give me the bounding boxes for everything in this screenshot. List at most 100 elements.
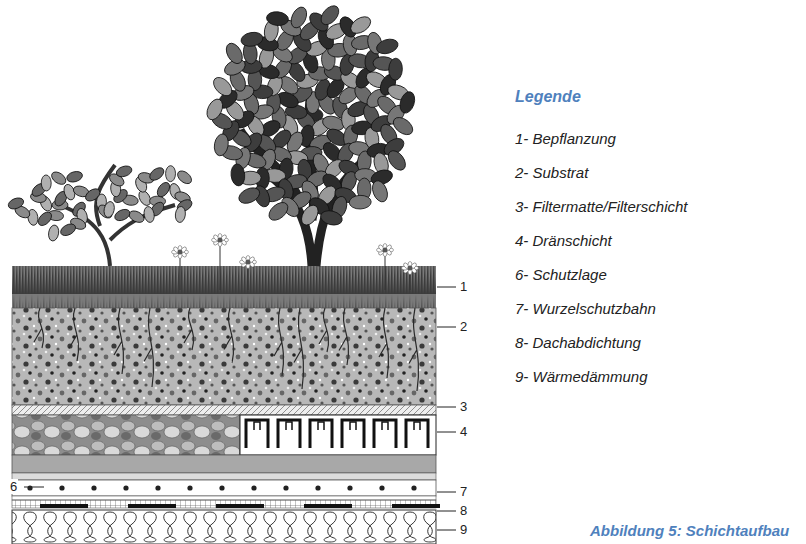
layer-dot [219, 485, 224, 490]
leaf [385, 148, 409, 174]
drain-cell [382, 422, 388, 430]
flower-center [408, 266, 413, 271]
layer-dot [59, 485, 64, 490]
layer-dot [155, 485, 160, 490]
legend-heading: Legende [515, 88, 581, 106]
callout-number: 2 [459, 319, 468, 334]
leaf [397, 90, 417, 115]
callout-number: 7 [459, 484, 468, 499]
layer-dot [411, 485, 416, 490]
figure-caption: Abbildung 5: Schichtaufbau [590, 522, 789, 539]
leaf [319, 209, 344, 228]
protection-strip [40, 504, 88, 508]
drain-cell [342, 420, 364, 448]
leaf [230, 163, 246, 186]
leaf [59, 222, 78, 238]
legend-entry: 7- Wurzelschutzbahn [515, 300, 656, 317]
callout-number: 4 [459, 424, 468, 439]
callout-number: 8 [459, 503, 468, 518]
leaf [266, 199, 292, 224]
root [224, 308, 234, 363]
layer-dot [91, 485, 96, 490]
leaf [41, 175, 51, 191]
flower-center [246, 260, 251, 265]
drain-cell [350, 422, 356, 430]
leaf [165, 166, 175, 182]
leaf [7, 196, 26, 211]
leaf [113, 207, 132, 223]
legend-entry: 2- Substrat [515, 164, 588, 181]
layer-dot [187, 485, 192, 490]
leaf [266, 11, 289, 27]
layer-dot [251, 485, 256, 490]
root [274, 308, 284, 376]
root [114, 308, 124, 374]
leaf [213, 133, 230, 157]
leaf [127, 209, 146, 225]
leaf [66, 170, 84, 184]
leaf [348, 13, 374, 36]
leaf [375, 37, 400, 56]
protection-strip [128, 504, 176, 508]
leaf [115, 164, 133, 179]
legend-entry: 1- Bepflanzung [515, 130, 616, 147]
drain-cell [254, 422, 260, 430]
drain-cell [318, 422, 324, 430]
callout-number: 9 [459, 522, 468, 537]
drain-cell [374, 420, 396, 448]
callout-number: 1 [459, 279, 468, 294]
legend-entry: 3- Filtermatte/Filterschicht [515, 198, 688, 215]
leaf [36, 210, 54, 228]
leaf [288, 5, 310, 31]
leaf [349, 195, 371, 209]
drain-cell [246, 420, 268, 448]
leaf [47, 224, 60, 241]
drain-cell [310, 420, 332, 448]
root [34, 308, 44, 348]
leaf [210, 74, 235, 99]
layer-dot [347, 485, 352, 490]
root [319, 308, 329, 352]
drain-cell [406, 420, 428, 448]
layer-dot [123, 485, 128, 490]
layer-dot [283, 485, 288, 490]
root [379, 308, 389, 378]
root [339, 308, 349, 365]
legend-entry: 8- Dachabdichtung [515, 334, 641, 351]
drain-cell [278, 420, 300, 448]
leaf [390, 114, 416, 138]
leaf [298, 202, 321, 228]
leaf [236, 185, 262, 207]
leaf [370, 179, 391, 204]
protection-strip [392, 504, 440, 508]
root [409, 308, 419, 391]
flower-center [178, 250, 183, 255]
leaf [103, 201, 116, 219]
leaf [174, 206, 186, 223]
leaf [175, 168, 194, 186]
root [294, 308, 304, 389]
drain-cell [414, 422, 420, 430]
leaf [204, 97, 226, 123]
layer-dot [315, 485, 320, 490]
root [144, 308, 154, 387]
root [69, 308, 79, 361]
legend-entry: 6- Schutzlage [515, 266, 607, 283]
callout-number: 3 [459, 399, 468, 414]
flower-stem [220, 240, 221, 290]
callout-number: 6 [9, 479, 18, 494]
leaf [147, 165, 166, 183]
legend-entry: 9- Wärmedämmung [515, 368, 648, 385]
leaf [388, 58, 402, 80]
leaf [143, 206, 156, 224]
layer-dot [27, 485, 32, 490]
legend-entry: 4- Dränschicht [515, 232, 612, 249]
leaf [318, 2, 343, 28]
leaf [49, 169, 68, 186]
leaf [223, 41, 246, 67]
flower-center [383, 248, 388, 253]
layer-dot [379, 485, 384, 490]
protection-strip [304, 504, 352, 508]
flower-center [218, 238, 223, 243]
